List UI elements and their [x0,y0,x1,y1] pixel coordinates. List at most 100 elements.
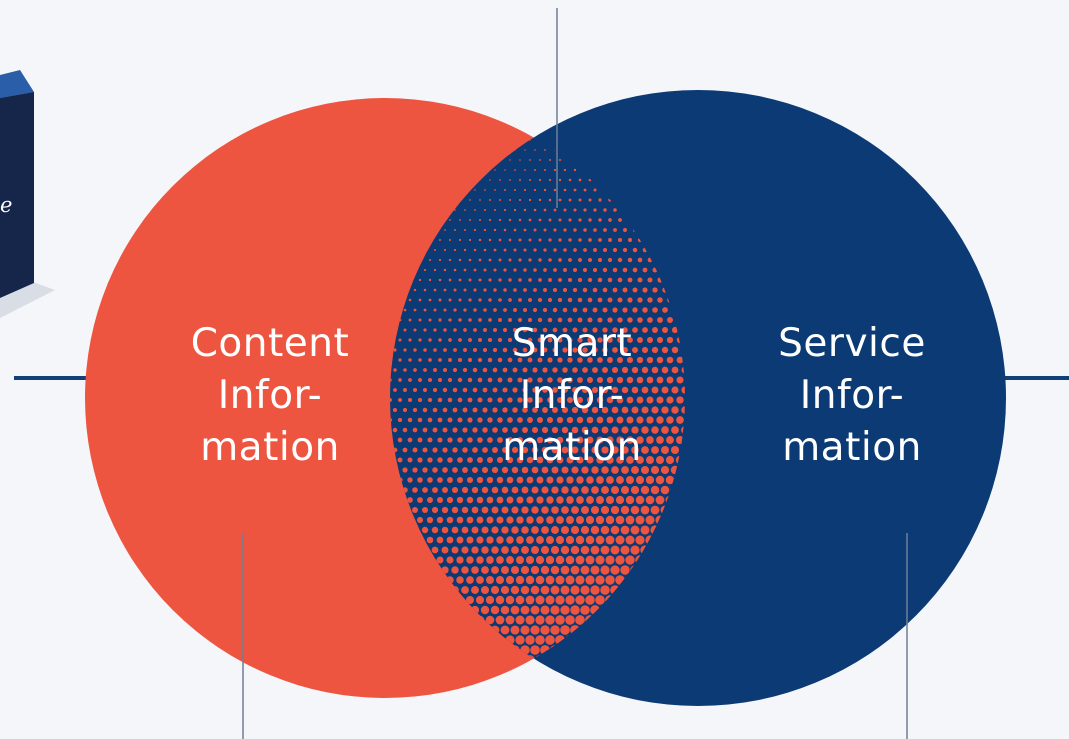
halftone-dot [513,288,517,292]
halftone-dot [517,337,523,343]
halftone-dot [521,546,529,554]
halftone-dot [563,208,567,212]
halftone-dot [442,387,448,393]
halftone-dot [584,109,586,111]
halftone-dot [617,357,623,363]
halftone-dot [498,258,502,262]
halftone-dot [581,486,589,494]
halftone-dot [543,268,547,272]
halftone-dot [455,695,465,698]
halftone-dot [458,318,462,322]
halftone-dot [602,267,608,273]
halftone-dot [398,378,402,382]
halftone-dot [432,407,438,413]
halftone-dot [599,99,601,101]
halftone-dot [561,406,569,414]
halftone-dot [574,109,576,111]
halftone-dot [627,297,633,303]
halftone-dot [539,119,541,121]
halftone-dot [587,317,593,323]
halftone-dot [526,536,534,544]
halftone-dot [518,198,522,202]
halftone-dot [515,615,525,625]
halftone-dot [597,337,603,343]
halftone-dot [542,307,548,313]
halftone-dot [534,169,536,171]
halftone-dot [651,386,659,394]
halftone-dot [581,446,589,454]
halftone-dot [635,535,645,545]
halftone-dot [552,387,558,393]
halftone-dot [546,476,554,484]
halftone-dot [630,545,640,555]
halftone-dot [501,466,509,474]
halftone-dot [624,89,626,91]
halftone-dot [594,694,606,698]
halftone-dot [463,328,467,332]
halftone-dot [437,457,443,463]
halftone-dot [542,347,548,353]
service-label-line-1: Service [778,321,926,366]
halftone-dot [566,416,574,424]
halftone-dot [451,546,459,554]
halftone-dot [482,447,488,453]
halftone-dot [540,625,550,635]
halftone-dot [433,368,437,372]
halftone-dot [592,267,598,273]
halftone-dot [654,89,656,91]
halftone-dot [528,198,532,202]
halftone-dot [480,585,490,595]
halftone-dot [448,338,452,342]
halftone-dot [626,356,634,364]
halftone-dot [567,377,573,383]
halftone-dot [550,625,560,635]
halftone-dot [418,278,422,282]
halftone-dot [489,179,491,181]
halftone-dot [586,396,594,404]
halftone-dot [671,366,679,374]
halftone-dot [512,367,518,373]
halftone-dot [666,416,674,424]
halftone-dot [647,317,653,323]
halftone-dot [533,248,537,252]
halftone-dot [458,258,462,262]
halftone-dot [566,516,574,524]
halftone-dot [641,366,649,374]
halftone-dot [542,387,548,393]
halftone-dot [573,248,577,252]
halftone-dot [475,695,485,698]
halftone-dot [448,278,452,282]
halftone-dot [572,307,578,313]
halftone-dot [644,89,646,91]
halftone-dot [417,437,423,443]
halftone-dot [507,417,513,423]
halftone-dot [568,178,572,182]
halftone-dot [560,525,570,535]
halftone-dot [657,317,663,323]
halftone-dot [393,388,397,392]
halftone-dot [556,416,564,424]
halftone-dot [462,387,468,393]
halftone-dot [423,308,427,312]
halftone-dot [520,665,530,675]
halftone-dot [506,556,514,564]
halftone-dot [581,506,589,514]
halftone-dot [472,407,478,413]
halftone-dot [471,586,479,594]
halftone-dot [538,238,542,242]
halftone-dot [446,496,454,504]
halftone-dot [530,565,540,575]
halftone-dot [661,326,669,334]
halftone-dot [650,465,660,475]
halftone-dot [433,308,437,312]
halftone-dot [417,497,423,503]
halftone-dot [590,545,600,555]
halftone-dot [473,228,477,232]
halftone-dot [488,218,492,222]
halftone-dot [488,238,492,242]
halftone-dot [442,367,448,373]
halftone-dot [559,684,571,696]
halftone-dot [472,347,478,353]
halftone-dot [497,337,503,343]
halftone-dot [590,585,600,595]
